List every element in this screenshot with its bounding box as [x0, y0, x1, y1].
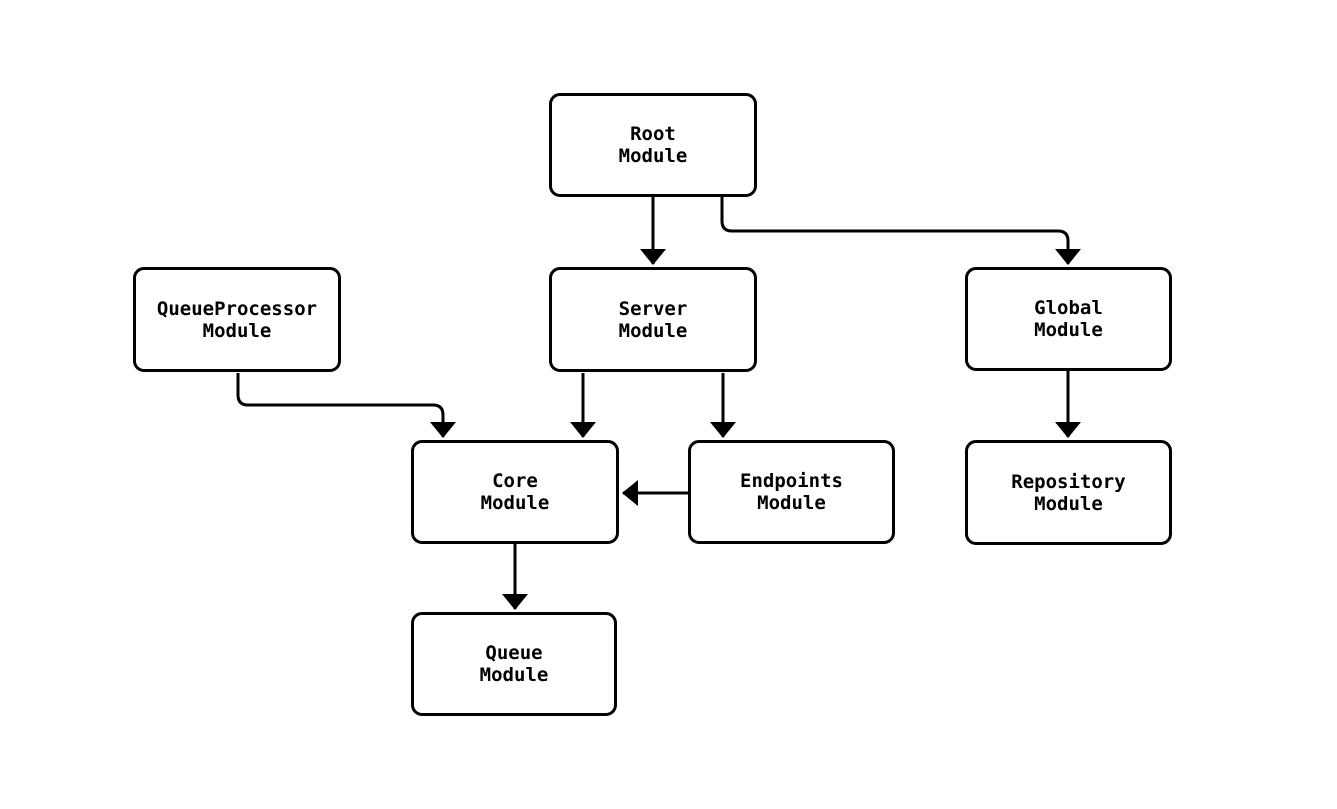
node-global-module: Global Module — [965, 267, 1172, 371]
node-label-line: Module — [1034, 319, 1103, 341]
node-queue-module: Queue Module — [411, 612, 617, 716]
node-label-line: Module — [480, 492, 550, 514]
node-label-line: Module — [202, 319, 272, 342]
node-label-line: Endpoints — [740, 470, 843, 492]
node-label-line: Queue — [485, 642, 543, 664]
node-core-module: Core Module — [411, 440, 619, 544]
node-repository-module: Repository Module — [965, 440, 1172, 545]
node-label-line: Repository — [1011, 470, 1126, 493]
node-endpoints-module: Endpoints Module — [688, 440, 895, 544]
node-server-module: Server Module — [549, 267, 757, 372]
node-root-module: Root Module — [549, 93, 757, 197]
node-queueprocessor-module: QueueProcessor Module — [133, 267, 341, 372]
node-label-line: Module — [757, 492, 826, 514]
edge-root-to-global — [720, 197, 1081, 265]
node-label-line: Server — [618, 297, 688, 320]
node-label-line: Global — [1034, 297, 1103, 319]
node-label-line: Module — [618, 319, 688, 342]
node-label-line: Module — [618, 145, 688, 167]
edge-queueprocessor-to-core — [236, 373, 456, 438]
node-label-line: Core — [492, 470, 538, 492]
node-label-line: Root — [630, 123, 676, 145]
node-label-line: Module — [479, 664, 549, 686]
node-label-line: Module — [1034, 492, 1103, 515]
node-label-line: QueueProcessor — [156, 297, 318, 320]
